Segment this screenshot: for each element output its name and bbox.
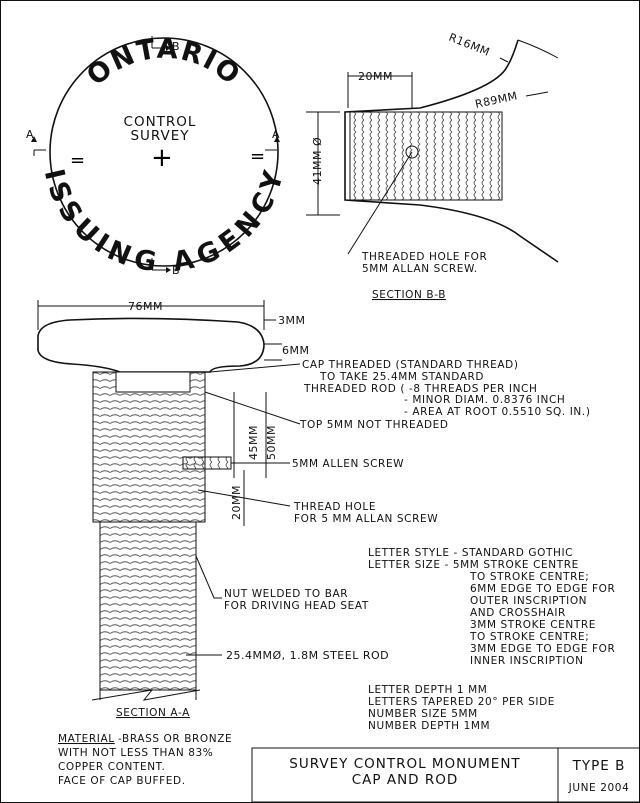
bb-depth-dim: 20MM	[358, 70, 393, 83]
top-not-threaded-note: TOP 5MM NOT THREADED	[299, 419, 449, 431]
svg-text:3MM STROKE CENTRE: 3MM STROKE CENTRE	[470, 619, 596, 631]
drawing-type: TYPE B	[572, 758, 626, 774]
letter-depth-notes: LETTER DEPTH 1 MM LETTERS TAPERED 20° PE…	[368, 684, 555, 732]
side-mark-left: =	[70, 150, 85, 171]
bb-radius-top: R16MM	[447, 31, 492, 59]
svg-text:LETTER STYLE - STANDARD GOTHIC: LETTER STYLE - STANDARD GOTHIC	[368, 547, 573, 559]
thread-hole-note-line1: THREAD HOLE	[293, 501, 376, 513]
title-line1: SURVEY CONTROL MONUMENT	[289, 756, 520, 772]
svg-text:NUMBER DEPTH 1MM: NUMBER DEPTH 1MM	[368, 720, 490, 732]
cap-top-view: ONTARIO ISSUING AGENCY CONTROL SURVEY + …	[26, 34, 291, 279]
thread-hole-note-line2: FOR 5 MM ALLAN SCREW	[294, 513, 438, 525]
aa-cap-edge-dim: 3MM	[278, 314, 305, 327]
section-bb-title: SECTION B-B	[372, 289, 446, 301]
svg-text:OUTER INSCRIPTION: OUTER INSCRIPTION	[470, 595, 587, 607]
section-mark-b-top: B	[172, 40, 180, 53]
section-mark-b-bottom: B	[172, 264, 180, 277]
svg-text:WITH NOT LESS THAN 83%: WITH NOT LESS THAN 83%	[58, 747, 213, 759]
svg-text:TO STROKE CENTRE;: TO STROKE CENTRE;	[469, 571, 589, 583]
cap-center-line1: CONTROL	[124, 114, 197, 130]
nut-welded-note-line2: FOR DRIVING HEAD SEAT	[224, 600, 369, 612]
svg-text:LETTER DEPTH 1 MM: LETTER DEPTH 1 MM	[368, 684, 487, 696]
section-mark-a-left: A	[26, 128, 34, 141]
svg-text:6MM EDGE TO EDGE FOR: 6MM EDGE TO EDGE FOR	[470, 583, 615, 595]
letter-style-notes: LETTER STYLE - STANDARD GOTHIC LETTER SI…	[368, 547, 615, 667]
aa-width-dim: 76MM	[128, 300, 163, 313]
cap-bottom-inscription: ISSUING AGENCY	[38, 166, 291, 279]
svg-text:LETTERS TAPERED 20° PER SIDE: LETTERS TAPERED 20° PER SIDE	[368, 696, 555, 708]
aa-len50-dim: 50MM	[265, 425, 278, 460]
svg-text:INNER INSCRIPTION: INNER INSCRIPTION	[470, 655, 584, 667]
svg-text:FACE OF CAP BUFFED.: FACE OF CAP BUFFED.	[58, 775, 186, 787]
section-aa-drawing: 76MM 3MM 6MM 45MM 50MM 20MM SECTION A-A	[37, 300, 309, 719]
aa-len20-dim: 20MM	[230, 485, 243, 520]
bb-radius-lower: R89MM	[474, 89, 519, 111]
cap-center-line2: SURVEY	[130, 128, 189, 144]
section-bb-drawing: 20MM 41MM Ø R16MM R89MM THREADED HOLE FO…	[306, 31, 559, 301]
svg-text:AND CROSSHAIR: AND CROSSHAIR	[470, 607, 566, 619]
bb-note-line2: 5MM ALLAN SCREW.	[362, 263, 478, 275]
svg-text:- AREA AT ROOT 0.5510 SQ. IN.): - AREA AT ROOT 0.5510 SQ. IN.)	[404, 406, 591, 418]
svg-text:COPPER CONTENT.: COPPER CONTENT.	[58, 761, 165, 773]
nut-welded-note-line1: NUT WELDED TO BAR	[224, 588, 348, 600]
steel-rod-note: 25.4MMØ, 1.8M STEEL ROD	[226, 649, 389, 662]
drawing-date: JUNE 2004	[568, 782, 630, 794]
svg-text:CAP THREADED (STANDARD THREAD): CAP THREADED (STANDARD THREAD)	[302, 359, 519, 371]
title-line2: CAP AND ROD	[352, 772, 459, 788]
section-aa-title: SECTION A-A	[116, 707, 190, 719]
material-notes: MATERIAL -BRASS OR BRONZE WITH NOT LESS …	[58, 733, 232, 787]
allen-screw-note: 5MM ALLEN SCREW	[292, 458, 404, 470]
cap-threaded-note: CAP THREADED (STANDARD THREAD) TO TAKE 2…	[302, 359, 591, 418]
cap-outline	[49, 37, 279, 267]
svg-text:TO STROKE CENTRE;: TO STROKE CENTRE;	[469, 631, 589, 643]
svg-text:THREADED ROD ( -8 THREADS PER: THREADED ROD ( -8 THREADS PER INCH	[303, 383, 537, 395]
svg-text:3MM EDGE TO EDGE FOR: 3MM EDGE TO EDGE FOR	[470, 643, 615, 655]
crosshair-icon: +	[151, 143, 173, 173]
svg-text:MATERIAL: MATERIAL	[58, 733, 115, 745]
svg-text:TO TAKE 25.4MM STANDARD: TO TAKE 25.4MM STANDARD	[319, 371, 484, 383]
bb-height-dim: 41MM Ø	[311, 137, 324, 185]
section-mark-a-right: A	[272, 128, 280, 141]
bb-note-line1: THREADED HOLE FOR	[361, 251, 487, 263]
aa-len45-dim: 45MM	[247, 425, 260, 460]
svg-text:-BRASS OR BRONZE: -BRASS OR BRONZE	[118, 733, 232, 745]
svg-text:NUMBER SIZE 5MM: NUMBER SIZE 5MM	[368, 708, 478, 720]
svg-text:- MINOR DIAM. 0.8376 INCH: - MINOR DIAM. 0.8376 INCH	[404, 394, 565, 406]
cap-top-inscription: ONTARIO	[81, 34, 247, 92]
side-mark-right: =	[250, 146, 265, 167]
title-block: SURVEY CONTROL MONUMENT CAP AND ROD TYPE…	[251, 747, 640, 803]
svg-text:LETTER SIZE - 5MM STROKE CENT: LETTER SIZE - 5MM STROKE CENTRE	[368, 559, 579, 571]
aa-cap-thickness-dim: 6MM	[282, 344, 309, 357]
